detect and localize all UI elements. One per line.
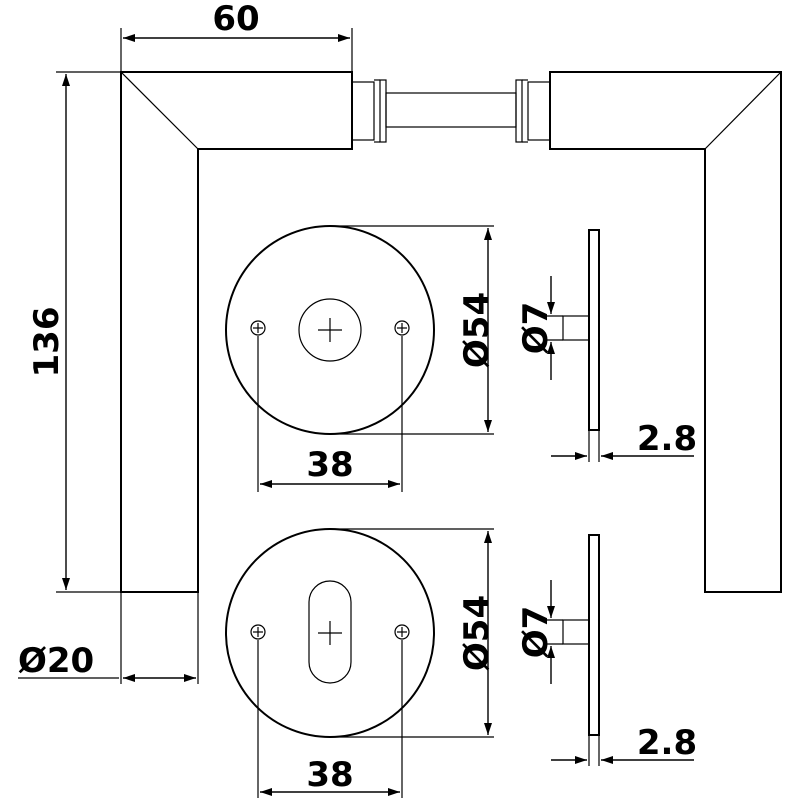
left-lever-handle: [120, 71, 353, 593]
label-60: 60: [212, 0, 259, 39]
dimension-handle-width: 60: [120, 0, 353, 72]
bottom-rose-side-view: [562, 534, 600, 736]
bottom-rose-front-view: [225, 528, 435, 738]
label-diameter-7-bottom: Ø7: [516, 606, 556, 659]
label-diameter-7-top: Ø7: [516, 302, 556, 355]
dimension-rose-diameter-bottom: Ø54: [330, 528, 497, 738]
spindle-hole: [298, 298, 362, 362]
keyhole-slot: [308, 580, 352, 684]
dimension-rose-thickness-bottom: 2.8: [551, 723, 697, 766]
dimension-handle-diameter: Ø20: [18, 592, 199, 684]
screw-right-bottom: [394, 624, 410, 640]
label-diameter-54-top: Ø54: [457, 292, 497, 368]
label-diameter-54-bottom: Ø54: [457, 595, 497, 671]
screw-left: [250, 320, 266, 336]
label-136: 136: [27, 307, 67, 378]
dimension-screw-spacing-bottom: 38: [257, 640, 403, 798]
spindle-assembly: [351, 79, 551, 143]
screw-right: [394, 320, 410, 336]
dimension-handle-height: 136: [27, 71, 121, 593]
top-rose-front-view: [225, 225, 435, 435]
dimension-spindle-diameter-top: Ø7: [516, 276, 563, 380]
dimension-rose-thickness-top: 2.8: [551, 419, 697, 462]
dimension-screw-spacing-top: 38: [257, 336, 403, 492]
screw-left-bottom: [250, 624, 266, 640]
label-38-top: 38: [306, 445, 353, 485]
right-lever-handle: [549, 71, 782, 593]
top-rose-side-view: [562, 229, 600, 431]
dimension-spindle-diameter-bottom: Ø7: [516, 580, 563, 684]
label-38-bottom: 38: [306, 755, 353, 795]
label-diameter-20: Ø20: [18, 641, 94, 681]
label-2-8-top: 2.8: [637, 419, 697, 459]
dimension-rose-diameter-top: Ø54: [330, 225, 497, 435]
label-2-8-bottom: 2.8: [637, 723, 697, 763]
